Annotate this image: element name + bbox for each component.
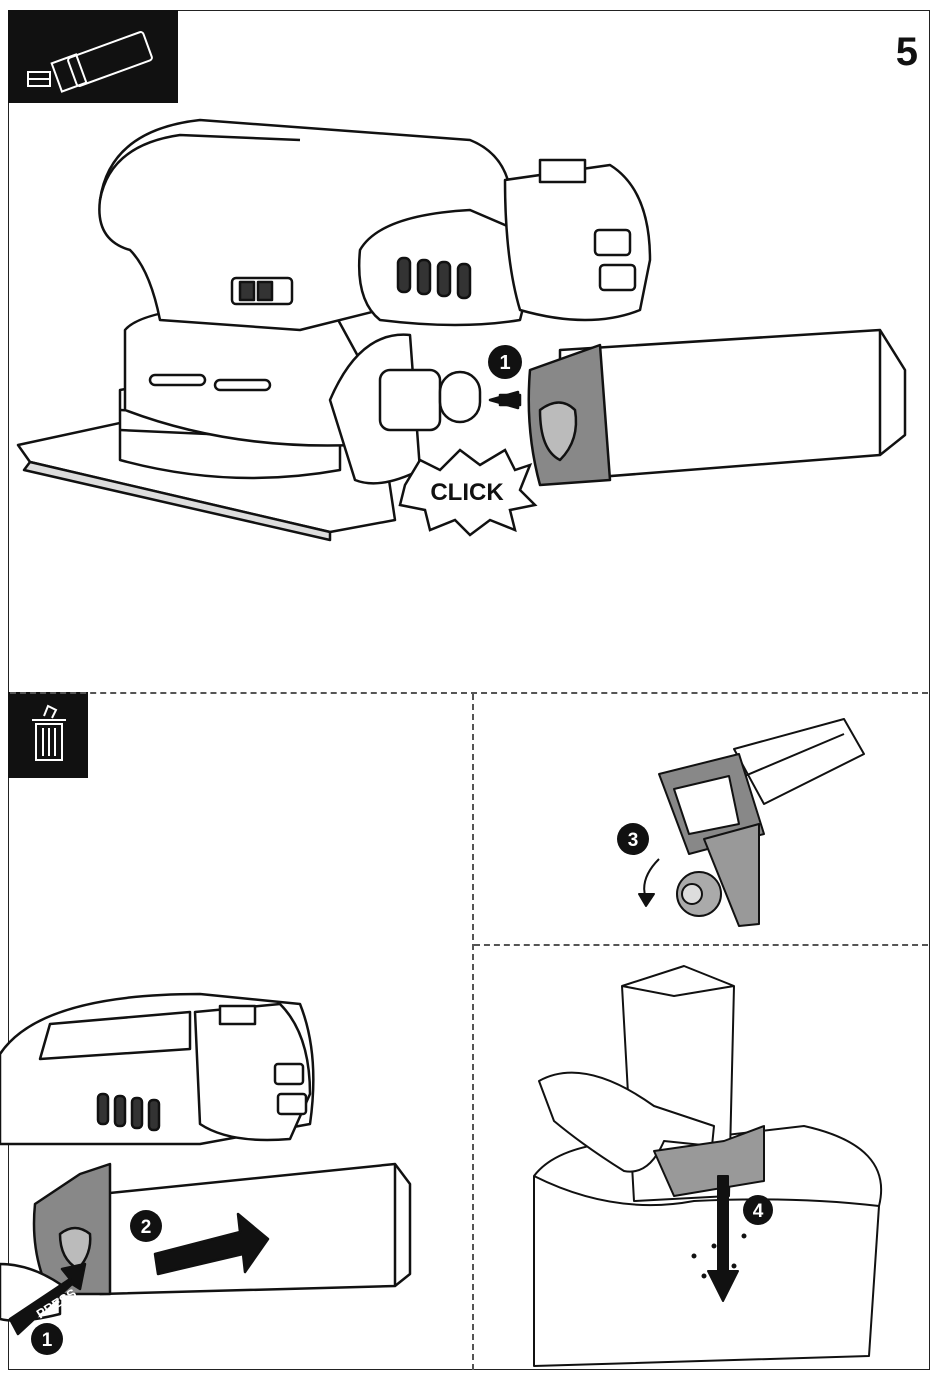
- dust-box-attach-icon: [27, 31, 153, 93]
- step-press-badge: [31, 1323, 63, 1355]
- dust-box-attach-tab: [8, 10, 178, 103]
- empty-dust-illustration: 4: [533, 965, 883, 1367]
- page-frame: [8, 10, 930, 1370]
- click-burst: [398, 448, 538, 537]
- page-number: 5: [895, 30, 918, 74]
- step-4-badge: [743, 1195, 773, 1225]
- step-press-number: 1: [42, 1330, 53, 1351]
- dust-box-remove-illustration: PRESS 1 2: [0, 992, 412, 1355]
- step-3-number: 3: [628, 830, 639, 851]
- step-pull-badge: [130, 1210, 162, 1242]
- step-1-number: 1: [499, 352, 510, 374]
- step-3-badge: [617, 823, 649, 855]
- sander-attach-illustration: 1 CLICK: [16, 118, 907, 542]
- divider-horizontal-main: [10, 692, 928, 694]
- click-label: CLICK: [430, 479, 504, 506]
- step-1-badge: [488, 345, 522, 379]
- step-4-number: 4: [753, 1201, 764, 1222]
- step-pull-number: 2: [141, 1217, 152, 1238]
- trash-bin-icon: [32, 704, 66, 761]
- open-cap-illustration: 3: [617, 718, 865, 927]
- trash-tab: [8, 692, 88, 778]
- divider-horizontal-right: [474, 944, 928, 946]
- divider-vertical: [472, 694, 474, 1370]
